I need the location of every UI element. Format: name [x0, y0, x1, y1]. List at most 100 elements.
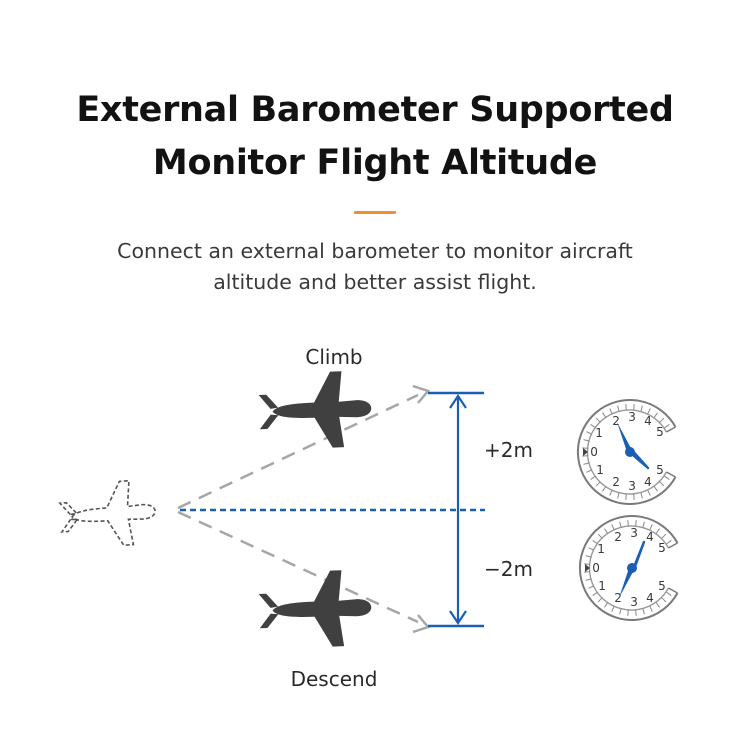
- gauge-tick: [611, 524, 615, 531]
- gauge-tick: [655, 602, 660, 608]
- gauge-tick: [659, 481, 665, 487]
- gauge-tick: [583, 439, 590, 442]
- gauge-tick: [659, 417, 665, 423]
- gauge-tick: [602, 412, 607, 418]
- climb-path-arrowhead: [412, 384, 431, 404]
- subtitle-line-1: Connect an external barometer to monitor…: [117, 239, 633, 263]
- altitude-down-label: −2m: [484, 557, 533, 581]
- subtitle: Connect an external barometer to monitor…: [0, 236, 750, 298]
- gauge-tick: [586, 431, 593, 435]
- gauge-tick: [609, 408, 613, 415]
- gauge-digit: 2: [612, 414, 620, 428]
- gauge-tick: [619, 608, 622, 615]
- gauge-tick: [584, 563, 591, 565]
- measure-up-arrowhead: [449, 394, 467, 409]
- altitude-up-label: +2m: [484, 438, 533, 462]
- gauge-tick: [585, 578, 592, 581]
- gauge-tick: [642, 608, 645, 615]
- gauge-tick: [597, 597, 603, 603]
- gauge-tick: [653, 486, 658, 492]
- gauge-digit: 0: [590, 445, 598, 459]
- gauge-tick: [642, 521, 645, 528]
- page-title: External Barometer Supported Monitor Fli…: [0, 84, 750, 190]
- gauge-digit: 3: [628, 410, 636, 424]
- accent-divider: [354, 211, 396, 214]
- gauge-tick: [633, 493, 635, 500]
- gauge-tick: [595, 417, 601, 423]
- descend-path-line: [177, 510, 419, 624]
- gauge-digit: 2: [614, 591, 622, 605]
- descend-path-arrowhead: [412, 614, 431, 634]
- gauge-digit: 5: [656, 425, 664, 439]
- gauge-digit: 1: [597, 542, 605, 556]
- gauge-digit: 1: [598, 579, 606, 593]
- title-line-2: Monitor Flight Altitude: [152, 143, 598, 183]
- descend-label: Descend: [291, 667, 378, 691]
- descend-airplane-icon: [257, 569, 373, 650]
- gauge-tick: [661, 533, 667, 539]
- gauge-needle-long: [619, 568, 635, 598]
- gauge-tick: [588, 547, 595, 551]
- airplane-outline-icon: [57, 478, 159, 551]
- gauge-tick: [585, 555, 592, 558]
- gauge-digit: 4: [646, 591, 654, 605]
- gauge-tick: [625, 404, 627, 411]
- gauge-tick: [592, 540, 598, 545]
- gauge-tick: [590, 424, 596, 429]
- climb-label: Climb: [305, 345, 362, 369]
- gauge-digit: 5: [656, 463, 664, 477]
- gauge-tick: [604, 602, 609, 608]
- gauge-tick: [604, 528, 609, 534]
- gauge-tick: [655, 528, 660, 534]
- gauge-digit: 4: [646, 530, 654, 544]
- title-line-1: External Barometer Supported: [76, 90, 674, 130]
- barometer-gauge-climb-icon: 1 0 1 2 3 4 5 2 3 4 5: [576, 399, 677, 505]
- gauge-tick: [625, 493, 627, 500]
- gauge-tick: [664, 424, 670, 429]
- gauge-digit: 0: [592, 561, 600, 575]
- gauge-tick: [664, 475, 670, 480]
- gauge-digit: 5: [658, 541, 666, 555]
- gauge-tick: [590, 475, 596, 480]
- gauge-digit: 2: [614, 530, 622, 544]
- gauge-tick: [597, 533, 603, 539]
- gauge-digit: 4: [644, 414, 652, 428]
- gauge-tick: [602, 486, 607, 492]
- gauge-tick: [633, 404, 635, 411]
- gauge-tick: [595, 481, 601, 487]
- climb-airplane-icon: [257, 370, 373, 451]
- gauge-digit: 5: [658, 579, 666, 593]
- gauge-digit: 4: [644, 475, 652, 489]
- gauge-tick: [635, 520, 637, 527]
- gauge-tick: [627, 609, 629, 616]
- gauge-digit: 1: [596, 463, 604, 477]
- gauge-tick: [649, 605, 653, 612]
- gauge-tick: [584, 571, 591, 573]
- barometer-gauge-descend-icon: 1 0 1 2 3 4 5 2 3 4 5: [578, 515, 679, 621]
- gauge-tick: [653, 412, 658, 418]
- gauge-digit: 2: [612, 475, 620, 489]
- gauge-digit: 3: [630, 526, 638, 540]
- gauge-tick: [649, 524, 653, 531]
- gauge-tick: [661, 597, 667, 603]
- gauge-digit: 1: [595, 426, 603, 440]
- gauge-tick: [619, 521, 622, 528]
- gauge-tick: [582, 447, 589, 449]
- subtitle-line-2: altitude and better assist flight.: [213, 270, 537, 294]
- gauge-tick: [583, 462, 590, 465]
- gauge-tick: [640, 492, 643, 499]
- measure-down-arrowhead: [449, 610, 467, 625]
- gauge-digit: 3: [628, 479, 636, 493]
- gauge-tick: [647, 408, 651, 415]
- gauge-tick: [647, 489, 651, 496]
- gauge-needle-long: [617, 422, 633, 452]
- gauge-digit: 3: [630, 595, 638, 609]
- gauge-tick: [666, 540, 672, 545]
- gauge-tick: [586, 469, 593, 473]
- gauge-tick: [592, 591, 598, 596]
- gauge-tick: [617, 492, 620, 499]
- gauge-tick: [666, 591, 672, 596]
- gauge-tick: [635, 609, 637, 616]
- gauge-tick: [588, 585, 595, 589]
